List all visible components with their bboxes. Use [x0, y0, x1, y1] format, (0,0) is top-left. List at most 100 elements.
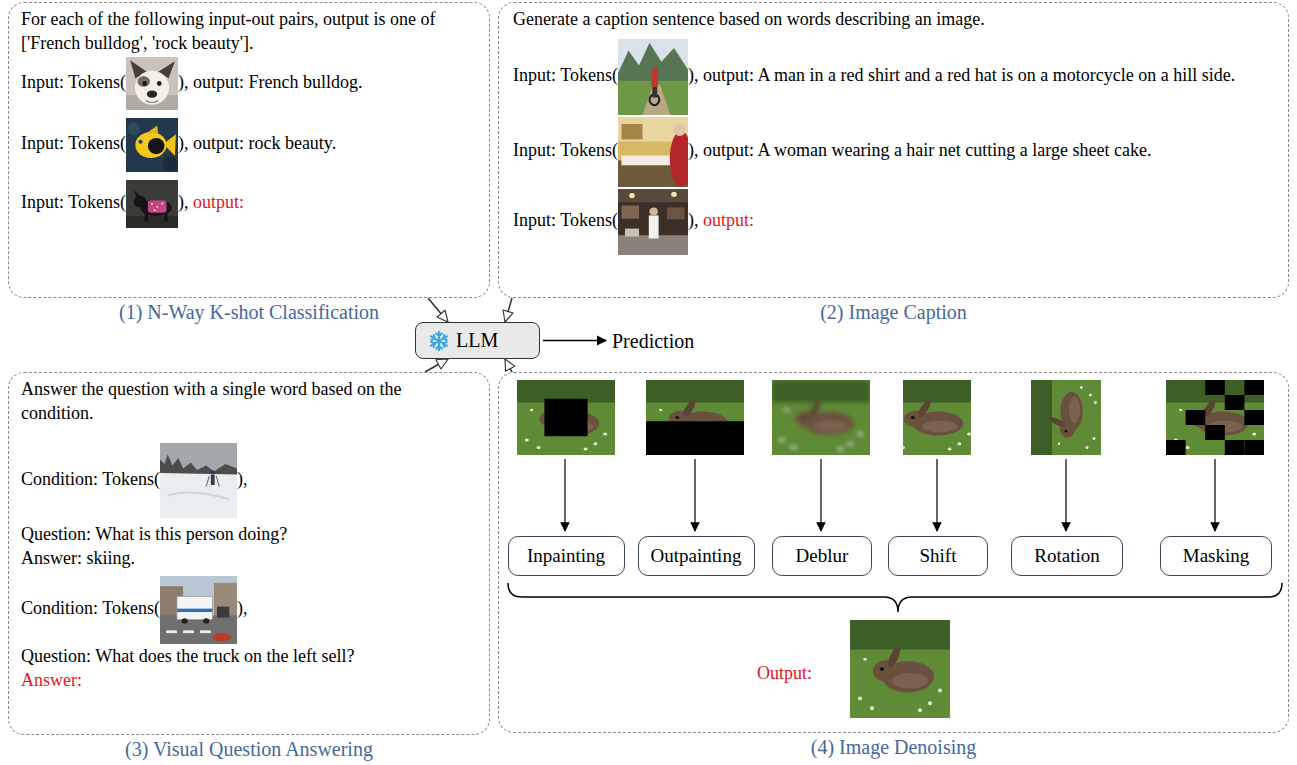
photo-thumbnail — [126, 57, 178, 110]
prompt-text: Generate a caption sentence based on wor… — [513, 9, 985, 29]
prompt-line: Answer: skiing. — [21, 546, 475, 570]
rotated-image — [1031, 380, 1101, 455]
photo-thumbnail — [126, 180, 178, 228]
prompt-line: Question: What is this person doing? — [21, 522, 475, 546]
prompt-text: output: — [703, 210, 754, 230]
masked-image — [1166, 380, 1264, 455]
image-to-operation-arrows — [1214, 459, 1215, 531]
photo-thumbnail — [126, 180, 178, 228]
image-to-operation-arrows — [694, 459, 695, 531]
prompt-text: ), output: A woman wearing a hair net cu… — [688, 140, 1152, 160]
photo-thumbnail — [160, 576, 237, 644]
panel-caption: (4) Image Denoising — [499, 735, 1288, 759]
task-panel: Answer the question with a single word b… — [8, 372, 490, 735]
photo-thumbnail — [126, 118, 178, 172]
prompt-line: Condition: Tokens(), — [21, 576, 475, 644]
panel-caption: (2) Image Caption — [499, 300, 1288, 324]
prompt-text: Input: Tokens( — [21, 133, 126, 153]
prompt-line: Input: Tokens(), output: A man in a red … — [513, 39, 1272, 115]
llm-box: LLM — [415, 322, 540, 359]
prompt-text: ), — [688, 210, 699, 230]
task-panel: Generate a caption sentence based on wor… — [498, 2, 1289, 298]
operation-name: Masking — [1183, 545, 1250, 567]
outpainting-image — [646, 421, 744, 455]
prompt-text: Answer: — [21, 670, 82, 690]
photo-thumbnail — [618, 39, 688, 115]
photo-thumbnail — [160, 443, 237, 518]
masked-image — [1225, 440, 1245, 455]
masked-image — [1166, 380, 1264, 455]
operation-name: Inpainting — [527, 545, 605, 567]
prompt-text: Question: What does the truck on the lef… — [21, 646, 355, 666]
blurred-image — [772, 380, 870, 455]
photo-thumbnail — [160, 443, 237, 518]
prompt-line: For each of the following input-out pair… — [21, 7, 475, 55]
prediction-arrow — [543, 340, 606, 341]
photo-thumbnail — [618, 39, 688, 115]
masked-image — [1244, 440, 1264, 455]
panel-content: Answer the question with a single word b… — [21, 377, 475, 692]
prompt-text: Condition: Tokens( — [21, 469, 160, 489]
panel-caption: (1) N-Way K-shot Classification — [9, 300, 489, 324]
prompt-text: Input: Tokens( — [21, 192, 126, 212]
prompt-line: Input: Tokens( ), output: French bulldog. — [21, 57, 475, 110]
blurred-image — [772, 380, 870, 455]
prompt-line: Input: Tokens(),output: — [513, 189, 1272, 255]
outpainting-image — [646, 380, 744, 455]
prompt-line: Input: Tokens(), output: rock beauty. — [21, 118, 475, 172]
prompt-text: Input: Tokens( — [513, 65, 618, 85]
operation-box: Rotation — [1011, 536, 1123, 576]
panel-caption: (3) Visual Question Answering — [9, 737, 489, 761]
panel-content: Generate a caption sentence based on wor… — [513, 7, 1272, 255]
operation-box: Deblur — [772, 536, 872, 576]
prompt-text: ), — [237, 469, 248, 489]
prompt-text: Answer the question with a single word b… — [21, 379, 401, 423]
prompt-text: Input: Tokens( — [21, 72, 126, 92]
masked-image — [1166, 380, 1264, 455]
hollow-arrow-connector — [428, 298, 448, 322]
shifted-image — [882, 380, 979, 455]
prompt-text: ), output: French bulldog. — [178, 72, 362, 92]
operation-name: Rotation — [1034, 545, 1099, 567]
hollow-arrow-connector — [505, 298, 512, 322]
prompt-line: Input: Tokens(), output: A woman wearing… — [513, 117, 1272, 187]
operation-box: Outpainting — [638, 536, 755, 576]
prompt-text: Answer: skiing. — [21, 548, 135, 568]
inpainting-image — [517, 380, 615, 455]
outpainting-image — [646, 380, 744, 455]
blurred-image — [772, 380, 870, 455]
photo-thumbnail — [160, 576, 237, 644]
prompt-text: ), — [178, 192, 189, 212]
prompt-text: For each of the following input-out pair… — [21, 9, 435, 53]
inpainting-image — [544, 399, 587, 437]
prompt-line: Answer: — [21, 668, 475, 692]
shifted-image — [882, 380, 979, 455]
operation-box: Inpainting — [508, 536, 625, 576]
task-panel: Output:(4) Image DenoisingInpaintingOutp… — [498, 372, 1289, 733]
prompt-text: output: — [193, 192, 244, 212]
hollow-arrow-connector — [505, 359, 512, 372]
prompt-line: Input: Tokens(),output: — [21, 180, 475, 228]
image-to-operation-arrows — [564, 459, 565, 531]
operation-name: Outpainting — [651, 545, 742, 567]
image-to-operation-arrows — [565, 459, 1215, 531]
rotated-image — [1031, 380, 1101, 455]
photo-thumbnail — [618, 189, 688, 255]
panel-content: For each of the following input-out pair… — [21, 7, 475, 228]
hollow-arrow-connector — [425, 359, 448, 372]
prompt-text: Input: Tokens( — [513, 210, 618, 230]
prompt-line: Generate a caption sentence based on wor… — [513, 7, 1272, 31]
prompt-line: Answer the question with a single word b… — [21, 377, 451, 425]
masked-image — [1205, 425, 1225, 440]
image-to-operation-arrows — [820, 459, 821, 531]
rotated-image — [1031, 380, 1101, 455]
prompt-line: Question: What does the truck on the lef… — [21, 644, 386, 668]
output-label: Output: — [757, 661, 812, 685]
prompt-text: Condition: Tokens( — [21, 598, 160, 618]
masked-image — [1244, 410, 1264, 425]
clean-output-image — [850, 620, 950, 718]
snowflake-icon — [428, 330, 450, 352]
prompt-line: Condition: Tokens(), — [21, 443, 475, 518]
masked-image — [1225, 395, 1245, 410]
